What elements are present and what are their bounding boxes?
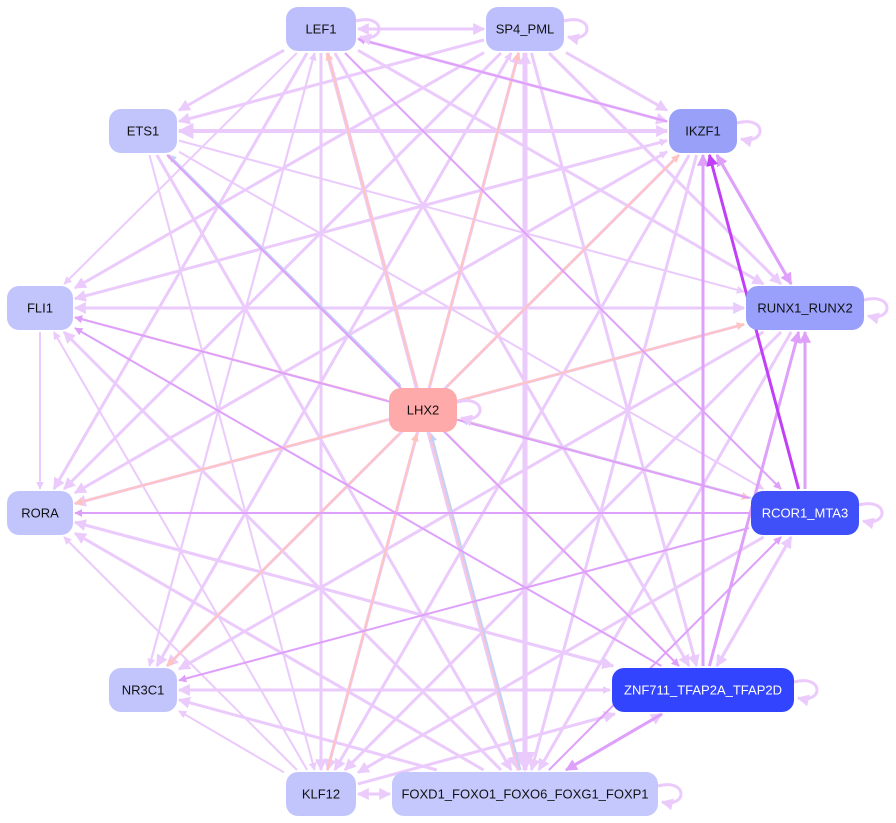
node-ets1[interactable]: ETS1 — [109, 109, 177, 153]
node-label: LHX2 — [407, 403, 440, 418]
node-foxd1[interactable]: FOXD1_FOXO1_FOXO6_FOXG1_FOXP1 — [392, 772, 658, 816]
edge-ETS1-to-RUNX1_RUNX2 — [178, 139, 745, 294]
node-box — [389, 388, 457, 432]
edge-KLF12-to-ZNF711 — [357, 711, 617, 786]
node-label: RCOR1_MTA3 — [762, 506, 848, 521]
node-znf711[interactable]: ZNF711_TFAP2A_TFAP2D — [612, 668, 794, 712]
edge-RORA-to-ZNF711 — [74, 520, 615, 670]
edge-ETS1-to-FOXD1 — [155, 154, 513, 772]
node-box — [109, 109, 177, 153]
node-box — [751, 491, 859, 535]
node-label: LEF1 — [305, 22, 336, 37]
node-lhx2[interactable]: LHX2 — [389, 388, 457, 432]
edge-ETS1-to-LHX2 — [168, 154, 402, 387]
edge-ZNF711-to-FOXD1 — [565, 712, 663, 772]
node-klf12[interactable]: KLF12 — [286, 772, 356, 816]
edge-RCOR1_MTA3-to-NR3C1 — [178, 527, 750, 683]
self-loop-RCOR1_MTA3 — [858, 502, 884, 530]
node-ikzf1[interactable]: IKZF1 — [669, 109, 737, 153]
node-label: ETS1 — [127, 124, 160, 139]
node-box — [612, 668, 794, 712]
node-box — [392, 772, 658, 816]
edge-RORA-to-IKZF1 — [74, 150, 668, 494]
edge-KLF12-to-NR3C1 — [178, 710, 285, 774]
self-loop-FOXD1 — [657, 783, 683, 811]
node-label: KLF12 — [302, 787, 340, 802]
edge-LHX2-to-RUNX1_RUNX2 — [458, 322, 745, 402]
edge-LHX2-to-NR3C1 — [166, 433, 400, 667]
self-loop-ZNF711 — [793, 679, 819, 707]
edge-FOXD1-to-NR3C1 — [177, 696, 438, 772]
edge-NR3C1-to-SP4_PML — [156, 52, 512, 667]
node-label: RORA — [21, 506, 59, 521]
edge-RUNX1_RUNX2-to-NR3C1 — [177, 330, 765, 671]
self-loop-LHX2 — [456, 399, 482, 427]
node-box — [7, 491, 73, 535]
node-label: FLI1 — [27, 301, 53, 316]
node-label: ZNF711_TFAP2A_TFAP2D — [624, 683, 782, 698]
edge-ETS1-to-RCOR1_MTA3 — [178, 150, 765, 490]
self-loop-RUNX1_RUNX2 — [863, 297, 889, 325]
edge-SP4_PML-to-ETS1 — [177, 38, 485, 125]
self-loop-IKZF1 — [736, 120, 762, 148]
edge-SP4_PML-to-IKZF1 — [565, 51, 669, 112]
edge-LHX2-to-SP4_PML — [428, 52, 521, 387]
edge-LEF1-to-RCOR1_MTA3 — [344, 52, 782, 490]
node-rcor1-mta3[interactable]: RCOR1_MTA3 — [751, 491, 859, 535]
node-box — [7, 286, 73, 330]
node-box — [486, 7, 564, 51]
node-label: NR3C1 — [122, 683, 165, 698]
node-runx1-runx2[interactable]: RUNX1_RUNX2 — [746, 286, 864, 330]
node-box — [669, 109, 737, 153]
edge-FOXD1-to-RORA — [73, 531, 485, 772]
edge-RCOR1_MTA3-to-KLF12 — [356, 535, 765, 774]
node-box — [286, 772, 356, 816]
edge-RUNX1_RUNX2-to-IKZF1 — [715, 153, 793, 285]
node-label: FOXD1_FOXO1_FOXO6_FOXG1_FOXP1 — [401, 787, 648, 802]
edge-FLI1-to-IKZF1 — [74, 138, 668, 300]
node-box — [109, 668, 177, 712]
node-label: IKZF1 — [685, 124, 720, 139]
node-box — [746, 286, 864, 330]
edge-ZNF711-to-RCOR1_MTA3 — [715, 535, 793, 667]
edge-IKZF1-to-LEF1 — [357, 36, 668, 123]
node-nr3c1[interactable]: NR3C1 — [109, 668, 177, 712]
edge-LHX2-to-LEF1 — [325, 52, 418, 387]
edge-KLF12-to-LHX2 — [326, 433, 419, 771]
self-loop-SP4_PML — [563, 18, 589, 46]
edge-SP4_PML-to-FLI1 — [73, 51, 485, 290]
node-box — [286, 7, 356, 51]
node-label: RUNX1_RUNX2 — [757, 301, 852, 316]
node-fli1[interactable]: FLI1 — [7, 286, 73, 330]
edge-LEF1-to-ZNF711 — [333, 52, 691, 668]
edge-ZNF711-to-FLI1 — [74, 327, 662, 667]
node-label: SP4_PML — [496, 22, 555, 37]
edge-LEF1-to-ETS1 — [177, 48, 285, 112]
self-loop-LEF1 — [355, 18, 381, 46]
node-lef1[interactable]: LEF1 — [286, 7, 356, 51]
edge-IKZF1-to-KLF12 — [333, 154, 691, 772]
edge-LHX2-to-RORA — [74, 418, 388, 506]
node-sp4-pml[interactable]: SP4_PML — [486, 7, 564, 51]
node-rora[interactable]: RORA — [7, 491, 73, 535]
edge-FOXD1-to-RCOR1_MTA3 — [548, 536, 782, 771]
